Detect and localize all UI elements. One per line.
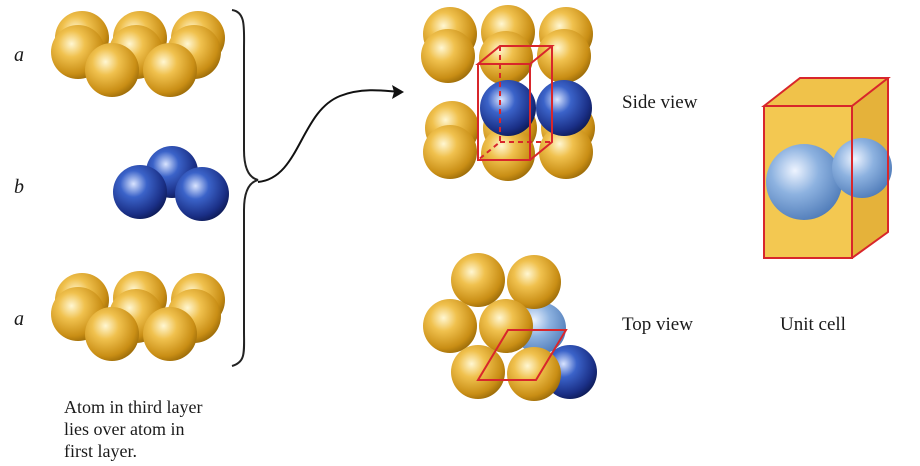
side-view-unit-cell-outline [475, 45, 555, 161]
layer-a-bottom-atoms [51, 271, 225, 361]
layer-label-middle: b [14, 176, 24, 198]
gold-atom [143, 307, 197, 361]
layer-label-top: a [14, 44, 24, 66]
gold-atom [85, 307, 139, 361]
gold-atom [423, 125, 477, 179]
gold-atom [479, 31, 533, 85]
blue-atom [175, 167, 229, 221]
gold-atom [481, 127, 535, 181]
gold-atom [479, 299, 533, 353]
side-view-label: Side view [622, 92, 698, 113]
gold-atom [451, 253, 505, 307]
unit-cell-label: Unit cell [780, 314, 846, 335]
top-view-label: Top view [622, 314, 693, 335]
top-view-unit-cell-outline [476, 329, 568, 381]
light-blue-atom [832, 138, 892, 198]
gold-atom [537, 29, 591, 83]
unit-cell-model [761, 77, 892, 259]
gold-atom [85, 43, 139, 97]
unit-cell-outline [761, 77, 891, 259]
layer-label-bottom: a [14, 308, 24, 330]
stacking-arrow [257, 89, 401, 183]
caption-line: Atom in third layer [64, 397, 203, 417]
blue-atom [536, 80, 592, 136]
layer-b-atoms [113, 146, 229, 221]
layer-a-top-atoms [51, 11, 225, 97]
unit-cell-top-face [764, 78, 888, 106]
gold-atom [421, 29, 475, 83]
gold-atom [507, 255, 561, 309]
layer-brace [231, 9, 259, 367]
caption-line: lies over atom in [64, 419, 185, 439]
blue-atom [480, 80, 536, 136]
gold-atom [423, 299, 477, 353]
caption: Atom in third layer lies over atom in fi… [64, 396, 284, 462]
caption-line: first layer. [64, 441, 137, 461]
blue-atom [113, 165, 167, 219]
gold-atom [451, 345, 505, 399]
gold-atom [507, 347, 561, 401]
side-view-middle-layer [480, 80, 592, 136]
gold-atom [143, 43, 197, 97]
arrow-head [392, 85, 404, 99]
light-blue-atom [766, 144, 842, 220]
